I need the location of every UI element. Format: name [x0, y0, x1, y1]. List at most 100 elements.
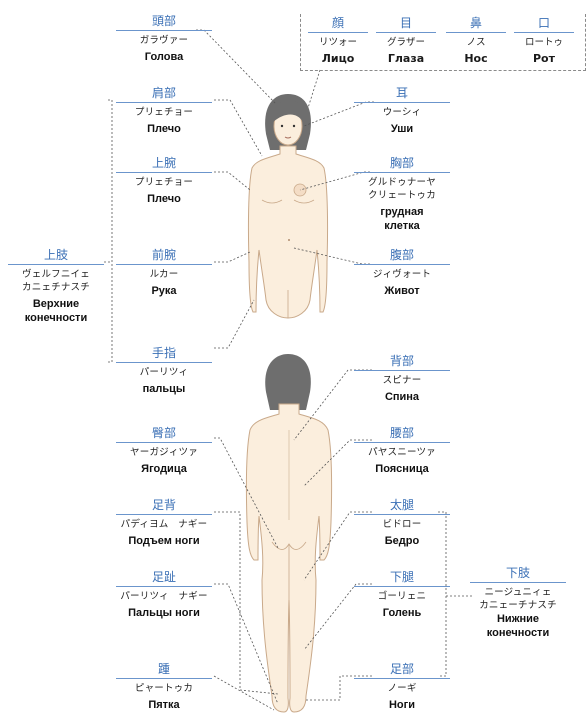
- leader-lowerback: [303, 439, 372, 487]
- leader-shin: [303, 583, 372, 651]
- instep-jp: 足背: [151, 498, 176, 512]
- shoulder-kana: プリェチョー: [134, 107, 194, 118]
- instep-kana: パディヨム ナギー: [120, 519, 208, 530]
- label-heel: 踵 ピャートゥカ Пятка: [116, 662, 212, 712]
- fingers-jp: 手指: [151, 346, 176, 360]
- chest-ru1: грудная: [380, 206, 424, 218]
- toes-kana: パーリツィ ナギー: [120, 591, 208, 602]
- buttock-ru: Ягодица: [141, 463, 187, 475]
- back-ru: Спина: [384, 391, 420, 403]
- shin-ru: Голень: [382, 607, 422, 619]
- chest-line-left: [261, 199, 283, 204]
- lowerlimb-kana1: ニージュニィェ: [484, 587, 552, 598]
- leader-upperarm: [214, 171, 251, 191]
- lowerback-kana: パヤスニーツァ: [368, 447, 436, 458]
- leader-thigh: [303, 511, 372, 581]
- upperarm-jp: 上腕: [151, 156, 176, 170]
- mouth-ru: Рот: [533, 52, 555, 65]
- label-head: 頭部 ガラヴァー Голова: [116, 14, 212, 64]
- upperlimb-ru1: Верхние: [32, 298, 80, 310]
- face-label: 顔 リツォー Лицо: [305, 16, 371, 66]
- buttock-jp: 臀部: [151, 426, 176, 440]
- leader-lowerlimb-bracket: [438, 511, 472, 677]
- fingers-kana: パーリツィ: [139, 367, 189, 378]
- leader-shoulder: [214, 99, 263, 157]
- thigh-ru: Бедро: [384, 535, 420, 547]
- leader-heel: [213, 675, 275, 711]
- back-hair: [265, 354, 311, 410]
- mouth-jp: 口: [537, 16, 550, 30]
- nose-ru: Нос: [464, 52, 488, 65]
- lowerback-ru: Поясница: [375, 463, 429, 475]
- upperlimb-jp: 上肢: [43, 248, 68, 262]
- label-ear: 耳 ウーシィ Уши: [354, 86, 450, 136]
- mouth-label: 口 ロートゥ Рот: [511, 16, 577, 66]
- label-chest: 胸部 グルドゥナーヤ クリェートゥカ грудная клетка: [354, 156, 450, 233]
- label-foot: 足部 ノーギ Ноги: [354, 662, 450, 712]
- head-kana: ガラヴァー: [139, 35, 189, 46]
- lowerlimb-jp: 下肢: [505, 566, 530, 580]
- nose-label: 鼻 ノス Нос: [443, 16, 509, 66]
- leader-forearm: [214, 251, 251, 263]
- nose-kana: ノス: [466, 37, 486, 48]
- head-ru: Голова: [144, 51, 184, 63]
- upperarm-kana: プリェチョー: [134, 177, 194, 188]
- ear-jp: 耳: [395, 86, 408, 100]
- chest-ru2: клетка: [384, 220, 420, 232]
- lowerlimb-ru1: Нижние: [496, 613, 540, 625]
- foot-ru: Ноги: [388, 699, 415, 711]
- face-group: 顔 リツォー Лицо 目 グラザー Глаза 鼻 ノス Нос 口 ロートゥ…: [300, 14, 586, 71]
- abdomen-jp: 腹部: [389, 248, 414, 262]
- front-figure: [247, 94, 329, 319]
- forearm-ru: Рука: [151, 285, 177, 297]
- eyes-kana: グラザー: [386, 37, 425, 48]
- label-toes: 足趾 パーリツィ ナギー Пальцы ноги: [116, 570, 212, 620]
- upperlimb-ru2: конечности: [24, 312, 88, 324]
- upperlimb-kana1: ヴェルフニイェ: [22, 269, 90, 280]
- leader-lines: [104, 29, 472, 711]
- ear-kana: ウーシィ: [382, 107, 422, 118]
- abdomen-kana: ジィヴォート: [372, 269, 432, 280]
- face-jp: 顔: [331, 16, 344, 30]
- eyes-label: 目 グラザー Глаза: [373, 16, 439, 66]
- front-bangs: [272, 100, 304, 122]
- label-upperlimb: 上肢 ヴェルフニイェ カニェチナスチ Верхние конечности: [8, 248, 104, 325]
- forearm-kana: ルカー: [149, 269, 179, 280]
- forearm-jp: 前腕: [151, 248, 176, 262]
- shoulder-jp: 肩部: [151, 86, 176, 100]
- label-upperarm: 上腕 プリェチョー Плечо: [116, 156, 212, 206]
- back-kana: スピナー: [382, 375, 422, 386]
- label-lowerlimb: 下肢 ニージュニィェ カニェーチナスチ Нижние конечности: [470, 566, 566, 640]
- chest-kana1: グルドゥナーヤ: [368, 177, 436, 188]
- toes-jp: 足趾: [151, 570, 176, 584]
- thigh-kana: ビドロー: [382, 519, 422, 530]
- lowerlimb-ru2: конечности: [486, 627, 550, 639]
- label-shoulder: 肩部 プリェチョー Плечо: [116, 86, 212, 136]
- label-back: 背部 スピナー Спина: [354, 354, 450, 404]
- lowerlimb-kana2: カニェーチナスチ: [479, 600, 557, 611]
- buttock-kana: ヤーガジィツァ: [130, 447, 198, 458]
- upperarm-ru: Плечо: [147, 193, 181, 205]
- mouth: [284, 136, 292, 139]
- leader-face: [307, 69, 321, 109]
- back-figure: [245, 354, 333, 713]
- foot-jp: 足部: [389, 662, 414, 676]
- label-instep: 足背 パディヨム ナギー Подъем ноги: [116, 498, 212, 548]
- shoulder-ru: Плечо: [147, 123, 181, 135]
- head-jp: 頭部: [151, 14, 176, 28]
- navel: [288, 239, 290, 241]
- shin-jp: 下腿: [389, 570, 414, 584]
- leader-upperlimb-bracket: [104, 99, 113, 363]
- face-ru: Лицо: [321, 52, 355, 65]
- label-abdomen: 腹部 ジィヴォート Живот: [354, 248, 450, 298]
- face-kana: リツォー: [318, 37, 357, 48]
- leader-fingers: [214, 299, 255, 349]
- eyes-ru: Глаза: [387, 52, 425, 65]
- back-jp: 背部: [389, 354, 414, 368]
- abdomen-ru: Живот: [384, 285, 420, 297]
- fingers-ru: пальцы: [142, 383, 186, 395]
- label-lowerback: 腰部 パヤスニーツァ Поясница: [354, 426, 450, 476]
- label-shin: 下腿 ゴーリェニ Голень: [354, 570, 450, 620]
- chest-kana2: クリェートゥカ: [368, 190, 436, 201]
